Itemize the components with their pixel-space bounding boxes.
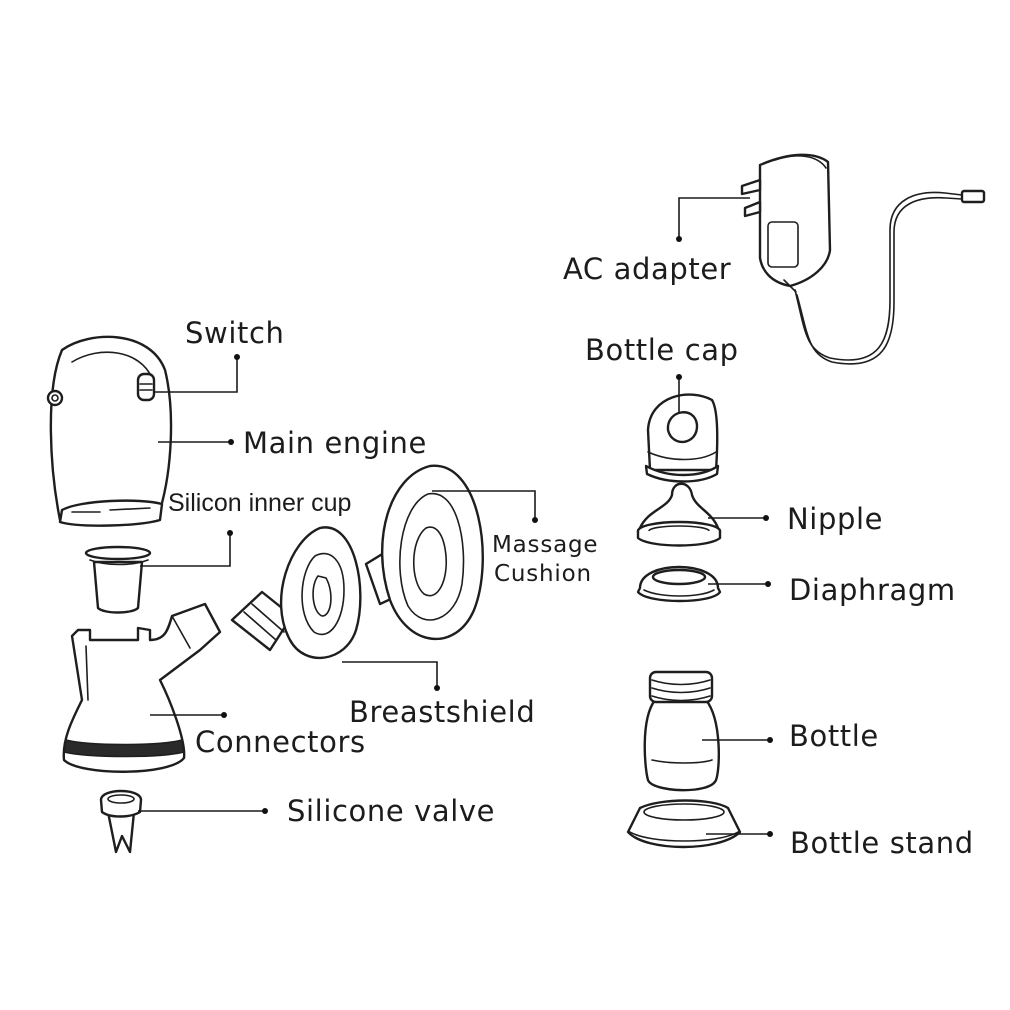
label-massage-cushion-line2: Cushion [494,561,592,587]
bottle-cap-illustration [644,393,720,483]
nipple-illustration [636,482,722,547]
label-connectors: Connectors [195,725,366,759]
silicone-valve-illustration [99,789,143,854]
connectors-illustration [62,602,222,773]
label-main-engine: Main engine [243,426,427,460]
label-breastshield: Breastshield [349,695,535,729]
label-ac-adapter: AC adapter [563,252,731,286]
label-switch: Switch [185,316,284,350]
silicon-inner-cup-illustration [84,545,152,614]
label-diaphragm: Diaphragm [789,573,956,607]
breastshield-illustration [230,526,362,660]
bottle-stand-illustration [626,799,742,849]
ac-adapter-illustration [740,153,986,365]
massage-cushion-illustration [364,464,484,641]
leader-lines [138,197,773,837]
label-nipple: Nipple [787,502,883,536]
diaphragm-illustration [636,565,722,603]
label-bottle-cap: Bottle cap [585,333,739,367]
main-engine-illustration [46,335,173,527]
bottle-illustration [643,670,721,792]
label-silicon-inner-cup: Silicon inner cup [168,489,351,517]
label-bottle-stand: Bottle stand [790,826,974,860]
label-massage-cushion-line1: Massage [492,532,598,558]
label-bottle: Bottle [789,719,879,753]
label-silicone-valve: Silicone valve [287,794,495,828]
part-labels: AC adapter Bottle cap Switch Main engine… [168,252,974,860]
